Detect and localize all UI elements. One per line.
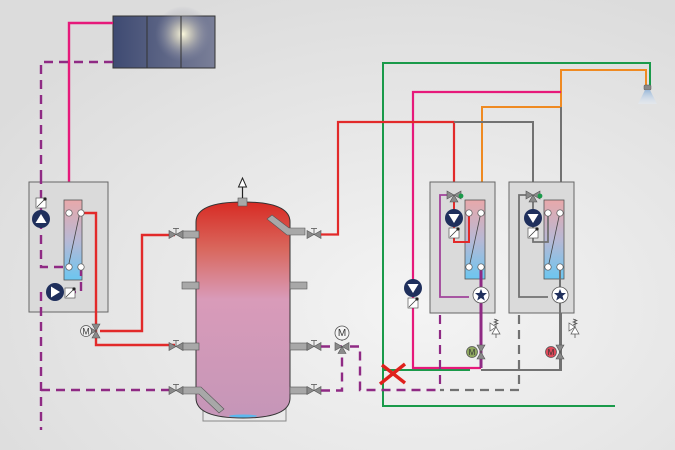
solar-flow-pipe: [67, 21, 113, 210]
flow-sensor-icon: [448, 226, 461, 239]
tank-vent: [237, 197, 248, 207]
valve-indicator-green: [537, 193, 543, 199]
flow-sensor-icon: [64, 286, 77, 299]
motor-label: M: [82, 327, 90, 337]
circulation-pipe: [411, 90, 561, 370]
buffer-tank[interactable]: [181, 176, 308, 422]
mixing-valve-solar[interactable]: M: [80, 233, 176, 347]
solar-station[interactable]: [28, 175, 109, 430]
circulation-pump-star-icon[interactable]: [551, 286, 569, 304]
station1-return-internal-pipe: [439, 194, 469, 298]
heating-flow-grey-pipe: [454, 121, 534, 186]
hx-port: [65, 263, 73, 271]
mixing-valve-tank[interactable]: M: [334, 325, 350, 354]
tank-nozzle: [181, 230, 200, 239]
fresh-water-station-2[interactable]: [508, 181, 575, 370]
motor-label: M: [338, 328, 346, 339]
motor-red-icon: [545, 346, 557, 358]
flow-sensor-icon: [35, 196, 48, 209]
solar-collector[interactable]: [112, 6, 216, 69]
vent-arrow-icon: [237, 176, 248, 188]
fresh-water-station-1[interactable]: [429, 181, 496, 368]
hx-port: [544, 263, 552, 271]
circulation-pump-star-icon[interactable]: [472, 286, 490, 304]
cold-water-pipe: [382, 62, 651, 407]
motor-green-icon: [466, 346, 478, 358]
tank-nozzle: [289, 281, 308, 290]
tank-nozzle: [181, 281, 200, 290]
heat-exchanger: [63, 199, 83, 281]
tank-bottom-glow: [229, 414, 257, 418]
valve-indicator-green: [458, 193, 464, 199]
heating-return-pipe: [350, 345, 440, 392]
hx-port: [77, 209, 85, 217]
station2-return-internal-pipe: [518, 194, 548, 298]
heating-return-pipe: [321, 352, 344, 392]
hot-water-pipe: [481, 69, 647, 212]
hx-port: [477, 263, 485, 271]
primary-pump-icon[interactable]: [524, 209, 542, 227]
motor-label: M: [469, 348, 476, 357]
heating-return-grey-pipe: [440, 300, 521, 392]
tank-top-flow-pipe: [100, 233, 175, 333]
hx-port: [465, 263, 473, 271]
flow-sensor-icon: [407, 296, 420, 309]
hx-port: [556, 209, 564, 217]
motor-label: M: [548, 348, 555, 357]
station-flow-out-pipe: [81, 211, 98, 333]
circulation-pump-icon[interactable]: [404, 279, 422, 297]
tank-nozzle: [181, 342, 200, 351]
hx-port: [77, 263, 85, 271]
tank-nozzle: [289, 342, 308, 351]
solar-return-pipe: [39, 60, 113, 175]
hx-port: [465, 209, 473, 217]
motor-icon: [334, 325, 350, 341]
tank-nozzle: [289, 386, 308, 395]
flow-sensor-icon: [527, 226, 540, 239]
hx-port: [65, 209, 73, 217]
sun-glare: [155, 6, 211, 62]
secondary-pump-icon[interactable]: [46, 283, 64, 301]
solar-pump-icon[interactable]: [32, 210, 50, 228]
motor-icon: [80, 325, 92, 337]
tank-outlet-diffuser: [266, 214, 306, 236]
shower-head-icon: [638, 84, 657, 104]
disconnected-cross-icon: [378, 362, 407, 386]
hx-port: [477, 209, 485, 217]
primary-pump-icon[interactable]: [445, 209, 463, 227]
heating-flow-pipe: [321, 120, 456, 236]
hx-port: [544, 209, 552, 217]
hx-port: [556, 263, 564, 271]
